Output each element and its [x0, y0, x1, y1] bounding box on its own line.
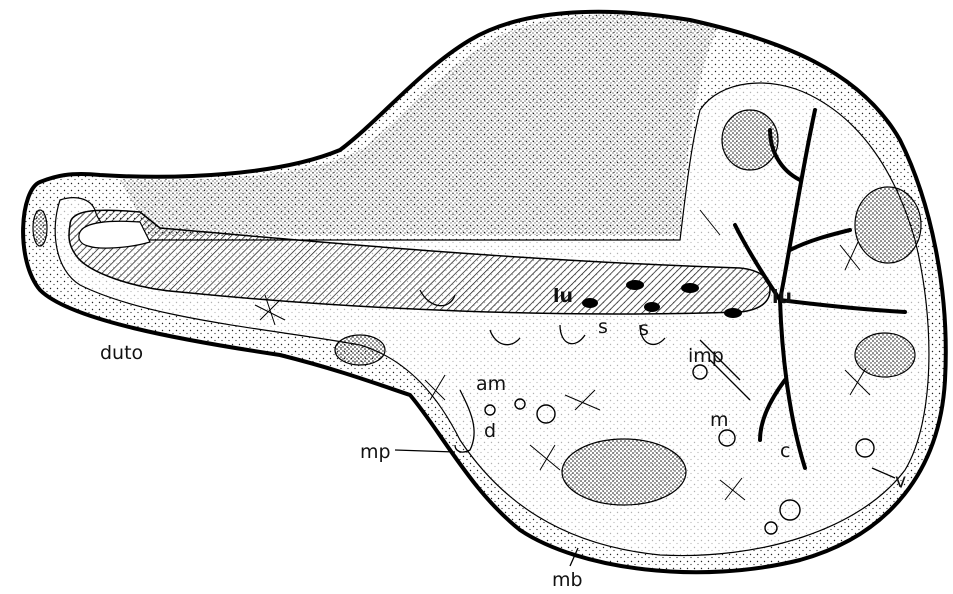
label-duto: duto: [100, 342, 143, 364]
label-mb: mb: [552, 569, 583, 591]
label-v: v: [895, 470, 906, 492]
upper-shaded-region: [120, 14, 720, 235]
label-s-left: s: [598, 316, 608, 338]
label-lu-left: lu: [553, 285, 573, 307]
label-d: d: [484, 420, 496, 442]
label-lu-right: lu: [772, 286, 792, 308]
label-c: c: [780, 440, 790, 462]
label-m: m: [710, 409, 729, 431]
label-imp: imp: [688, 345, 724, 367]
label-am: am: [476, 373, 506, 395]
label-mp: mp: [360, 441, 391, 463]
label-s-right: s: [639, 318, 649, 340]
